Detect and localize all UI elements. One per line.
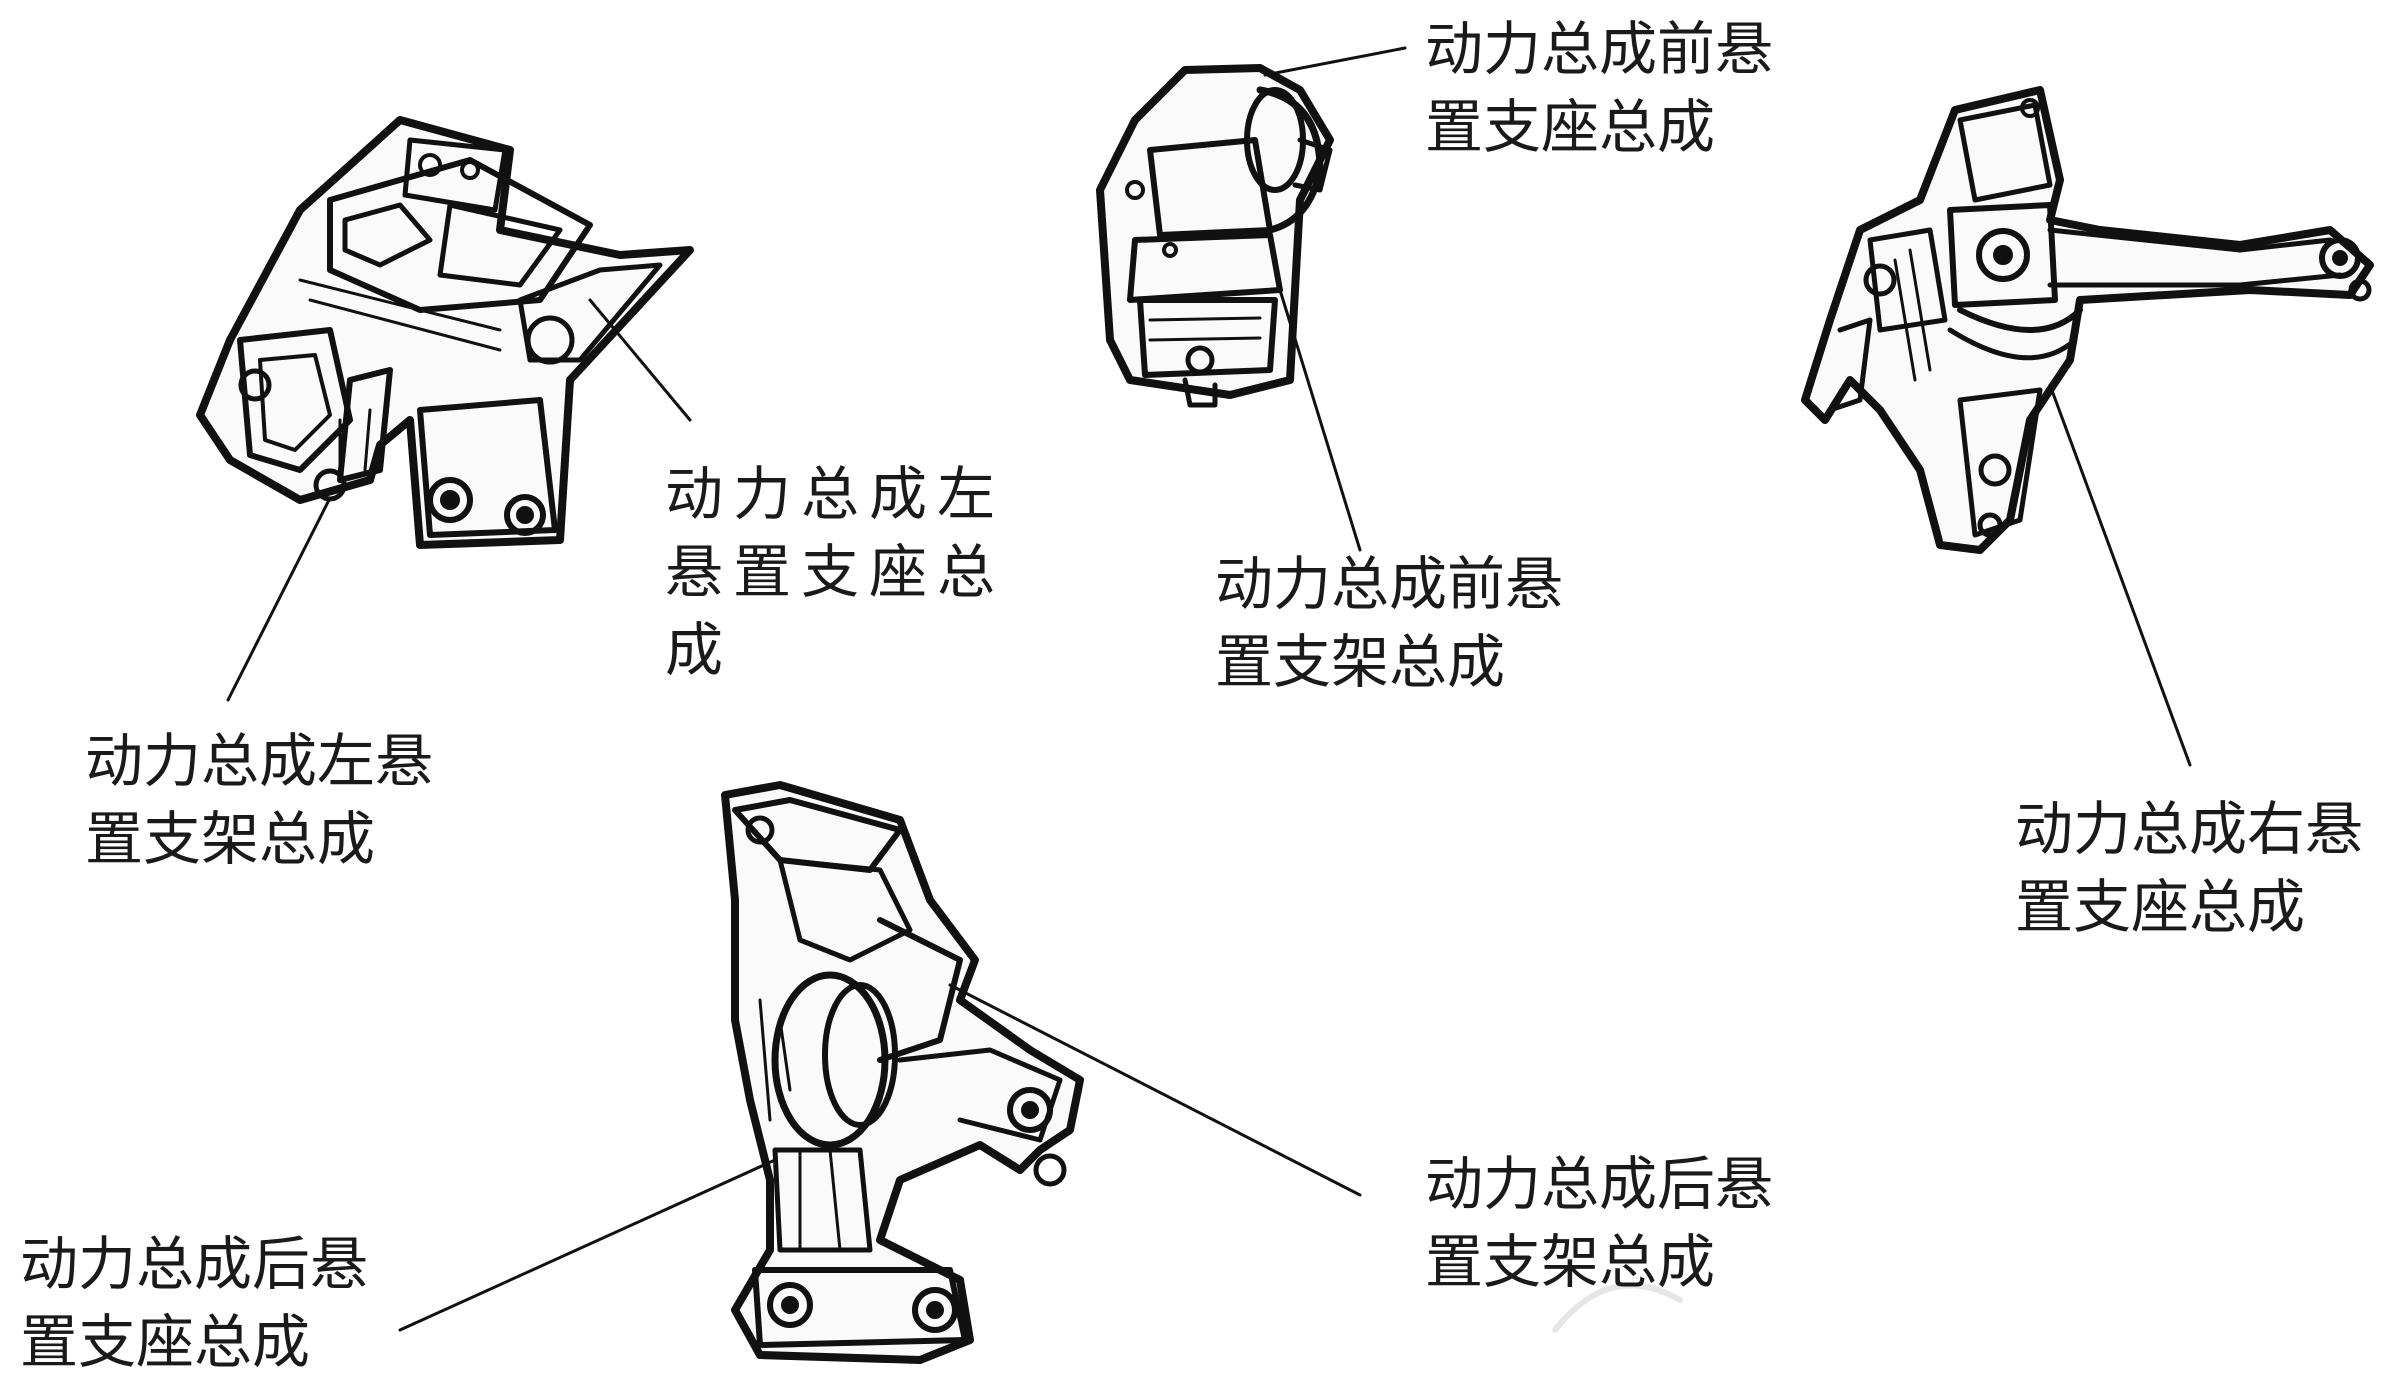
front-mount-drawing <box>1100 68 1330 405</box>
label-left-mount-bracket: 动力总成左悬 置支架总成 <box>85 722 433 878</box>
left-bracket-leader <box>226 496 332 702</box>
label-line: 置支座总成 <box>2015 873 2306 941</box>
label-rear-mount-bracket: 动力总成后悬 置支架总成 <box>1425 1145 1773 1301</box>
right-seat-leader <box>2048 383 2192 767</box>
watermark-mark <box>1552 1282 1683 1333</box>
label-line: 动力总成后悬 <box>1425 1150 1774 1218</box>
label-line: 成 <box>665 616 734 684</box>
label-line: 悬置支座总 <box>665 538 1006 606</box>
label-line: 动力总成左悬 <box>85 727 434 795</box>
label-front-mount-seat: 动力总成前悬 置支座总成 <box>1425 10 1773 166</box>
label-rear-mount-seat: 动力总成后悬 置支座总成 <box>20 1225 368 1381</box>
rear-seat-leader <box>398 1158 777 1332</box>
left-mount-drawing <box>200 120 690 545</box>
label-line: 动力总成前悬 <box>1215 550 1564 618</box>
label-line: 动力总成右悬 <box>2015 795 2364 863</box>
left-seat-leader <box>588 298 692 422</box>
label-line: 置支架总成 <box>1425 1228 1716 1296</box>
label-line: 动力总成前悬 <box>1425 15 1774 83</box>
label-line: 置支架总成 <box>85 805 376 873</box>
label-line: 置支架总成 <box>1215 628 1506 696</box>
right-mount-drawing <box>1805 90 2370 550</box>
front-bracket-leader <box>1278 288 1362 552</box>
label-line: 动力总成后悬 <box>20 1230 369 1298</box>
label-line: 动力总成左 <box>665 460 1006 528</box>
label-front-mount-bracket: 动力总成前悬 置支架总成 <box>1215 545 1563 701</box>
rear-bracket-leader <box>948 983 1362 1197</box>
front-seat-leader <box>1263 46 1407 77</box>
label-line: 置支座总成 <box>1425 93 1716 161</box>
rear-mount-drawing <box>725 785 1080 1360</box>
label-left-mount-seat: 动力总成左 悬置支座总 成 <box>665 455 1005 689</box>
label-line: 置支座总成 <box>20 1308 311 1376</box>
label-right-mount-seat: 动力总成右悬 置支座总成 <box>2015 790 2363 946</box>
